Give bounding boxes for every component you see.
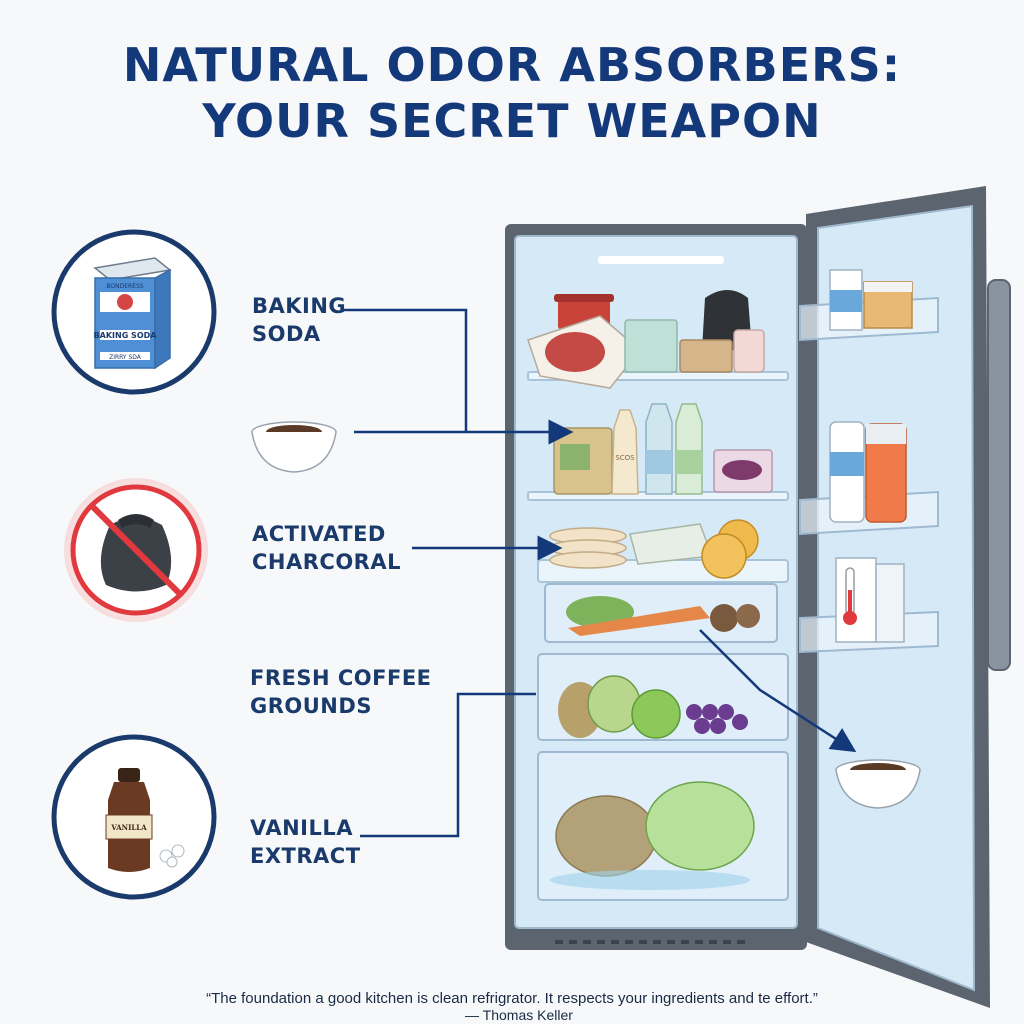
label-baking-soda-line2: SODA bbox=[252, 322, 321, 346]
label-activated-charcoal-line1: ACTIVATED bbox=[252, 522, 386, 546]
label-vanilla-line2: EXTRACT bbox=[250, 844, 361, 868]
baking-soda-box-brand: BAKING SODA bbox=[94, 331, 158, 340]
quote-text: “The foundation a good kitchen is clean … bbox=[206, 990, 818, 1007]
coffee-bowl-icon bbox=[251, 421, 337, 473]
connector-lines bbox=[343, 308, 857, 838]
label-vanilla-extract: VANILLA EXTRACT bbox=[250, 814, 361, 870]
prohibited-charcoal-icon bbox=[64, 478, 208, 622]
lower-shelf-items bbox=[549, 519, 759, 579]
label-fresh-coffee-line2: GROUNDS bbox=[250, 694, 372, 718]
label-baking-soda: BAKING SODA bbox=[252, 292, 346, 348]
crisper-drawers bbox=[537, 583, 789, 901]
baking-soda-box-top: BONDERESS bbox=[106, 283, 143, 290]
label-activated-charcoal: ACTIVATED CHARCORAL bbox=[252, 520, 401, 576]
label-fresh-coffee-grounds: FRESH COFFEE GROUNDS bbox=[250, 664, 432, 720]
vanilla-extract-icon: VANILLA bbox=[51, 734, 217, 900]
label-baking-soda-line1: BAKING bbox=[252, 294, 347, 318]
fridge-door bbox=[799, 186, 1011, 1008]
page-title: NATURAL ODOR ABSORBERS: bbox=[122, 38, 902, 92]
page-subtitle: YOUR SECRET WEAPON bbox=[202, 94, 822, 148]
baking-soda-icon: BAKING SODA BONDERESS ZIRRY SDA bbox=[51, 229, 217, 395]
jar-label: SCOS bbox=[615, 454, 635, 462]
quote-author: — Thomas Keller bbox=[465, 1007, 573, 1023]
label-fresh-coffee-line1: FRESH COFFEE bbox=[250, 666, 432, 690]
label-vanilla-line1: VANILLA bbox=[250, 816, 353, 840]
baking-soda-box-side: ZIRRY SDA bbox=[109, 354, 142, 361]
label-activated-charcoal-line2: CHARCORAL bbox=[252, 550, 401, 574]
top-shelf-items bbox=[527, 290, 765, 389]
middle-shelf-items: SCOS bbox=[553, 403, 773, 495]
vanilla-bottle-label: VANILLA bbox=[110, 823, 147, 832]
